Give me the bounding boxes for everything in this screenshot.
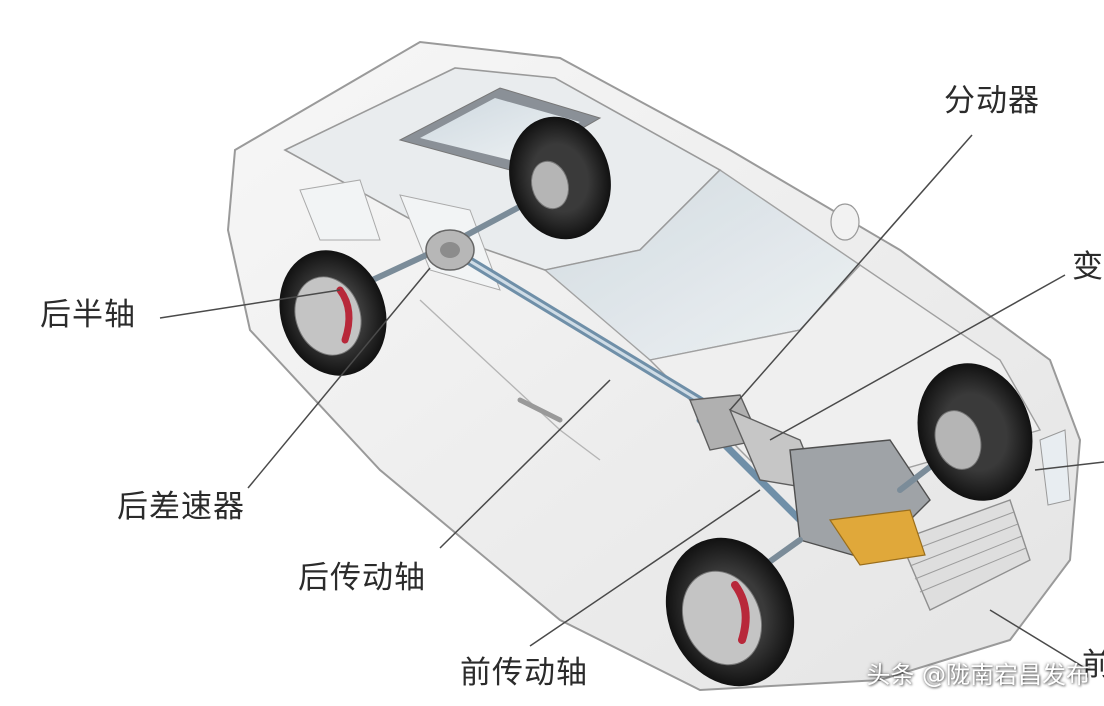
leader-fendongqi — [729, 134, 973, 411]
side-window-rear — [299, 179, 381, 241]
rear-left-wheel — [279, 250, 387, 376]
front-left-wheel — [665, 537, 795, 687]
engine-oil-pan — [828, 509, 926, 566]
leader-lines — [159, 134, 1104, 669]
sunroof-panel — [420, 98, 580, 160]
leader-houchasuqi — [247, 267, 431, 489]
label-transmission-partial: 变 — [1072, 249, 1104, 285]
label-rear-half-shaft: 后半轴 — [40, 297, 136, 333]
side-mirror — [830, 203, 860, 241]
label-rear-differential: 后差速器 — [117, 489, 245, 525]
leader-qianchuandongzhou — [529, 489, 761, 647]
label-transfer-case: 分动器 — [944, 83, 1040, 119]
grille-slats — [904, 511, 1027, 593]
label-rear-driveshaft: 后传动轴 — [298, 560, 426, 596]
leader-qian-partial — [989, 609, 1086, 669]
label-front-driveshaft: 前传动轴 — [460, 655, 588, 691]
watermark: 头条 @陇南宕昌发布 — [866, 661, 1090, 689]
front-brake-caliper — [731, 581, 750, 644]
leader-bian — [769, 274, 1066, 441]
rear-brake-caliper — [336, 286, 353, 344]
front-grille — [899, 499, 1031, 611]
leader-houbanzhou — [159, 289, 341, 319]
door-handle — [517, 397, 563, 423]
leader-houchuandongzhou — [439, 379, 611, 549]
wheels — [279, 116, 1033, 687]
label-front-partial: 前 — [1082, 647, 1104, 683]
front-right-wheel — [917, 363, 1033, 501]
leader-front-right — [1034, 461, 1104, 471]
rear-right-wheel — [509, 116, 611, 240]
